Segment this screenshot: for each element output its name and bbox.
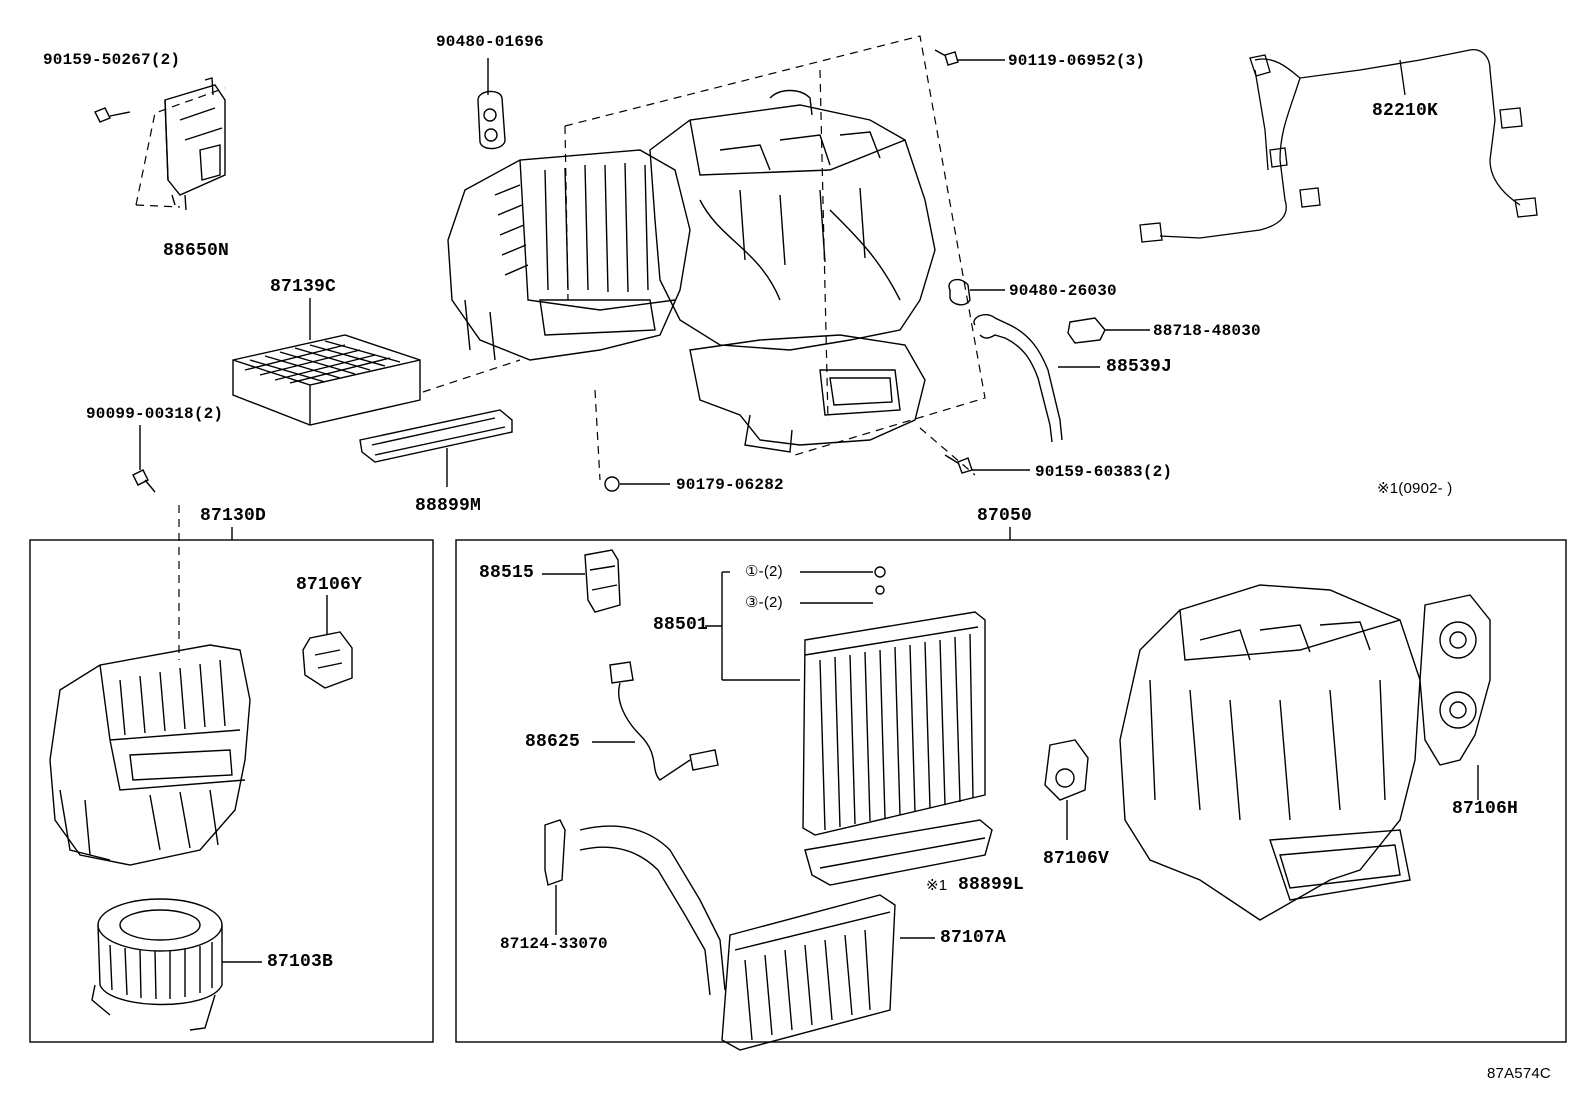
box-87050 [455, 539, 1567, 1043]
label-90099-00318: 90099-00318(2) [86, 405, 224, 423]
label-90480-01696: 90480-01696 [436, 33, 544, 51]
label-87106h: 87106H [1452, 799, 1519, 819]
part-88515 [542, 549, 621, 613]
hvac-assembly-upper [447, 89, 936, 453]
label-87050: 87050 [977, 506, 1033, 526]
part-87106y [302, 595, 353, 689]
part-88501-evaporator [802, 611, 986, 836]
part-90480-26030 [948, 278, 1005, 306]
label-88625: 88625 [525, 732, 581, 752]
label-note-1: ※1(0902- ) [1377, 480, 1453, 497]
part-90119-06952 [934, 49, 1005, 66]
label-87103b: 87103B [267, 952, 334, 972]
label-88718-48030: 88718-48030 [1153, 322, 1261, 340]
part-88501-leader [705, 566, 886, 681]
label-90159-60383: 90159-60383(2) [1035, 463, 1173, 481]
part-88899m [359, 409, 513, 487]
label-sub-3: ③-(2) [745, 594, 783, 611]
diagram-reference-code: 87A574C [1487, 1065, 1551, 1082]
part-90159-60383 [944, 454, 1030, 474]
label-82210k: 82210K [1372, 101, 1439, 121]
part-88539j [973, 314, 1100, 443]
label-90159-50267: 90159-50267(2) [43, 51, 181, 69]
label-87124-33070: 87124-33070 [500, 935, 608, 953]
part-88718-48030 [1067, 317, 1150, 344]
label-90119-06952: 90119-06952(3) [1008, 52, 1146, 70]
part-87130d-assembly [49, 644, 251, 866]
label-87139c: 87139C [270, 277, 337, 297]
label-87107a: 87107A [940, 928, 1007, 948]
hvac-assembly-lower [1119, 584, 1421, 921]
label-note-1-mark: ※1 [926, 877, 948, 894]
label-sub-1: ①-(2) [745, 563, 783, 580]
label-90480-26030: 90480-26030 [1009, 282, 1117, 300]
part-87124-33070 [544, 819, 566, 935]
part-87103b [91, 898, 262, 1031]
label-88539j: 88539J [1106, 357, 1173, 377]
part-82210k [1139, 49, 1538, 243]
label-87106v: 87106V [1043, 849, 1110, 869]
part-90179-06282 [604, 476, 670, 492]
label-87106y: 87106Y [296, 575, 363, 595]
label-87130d: 87130D [200, 506, 267, 526]
label-88650n: 88650N [163, 241, 230, 261]
part-90099-00318 [132, 425, 156, 493]
label-90179-06282: 90179-06282 [676, 476, 784, 494]
part-87139c [232, 298, 421, 426]
part-87106v [1044, 739, 1089, 840]
box-87130d [29, 539, 434, 1043]
part-87107a [579, 825, 935, 1051]
part-88650n [94, 77, 226, 211]
part-90480-01696 [477, 58, 506, 150]
label-88899m: 88899M [415, 496, 482, 516]
part-88625 [592, 661, 719, 781]
part-88899l [804, 819, 993, 886]
label-88501: 88501 [653, 615, 709, 635]
label-88515: 88515 [479, 563, 535, 583]
label-88899l: 88899L [958, 875, 1025, 895]
part-87106h [1419, 594, 1491, 800]
